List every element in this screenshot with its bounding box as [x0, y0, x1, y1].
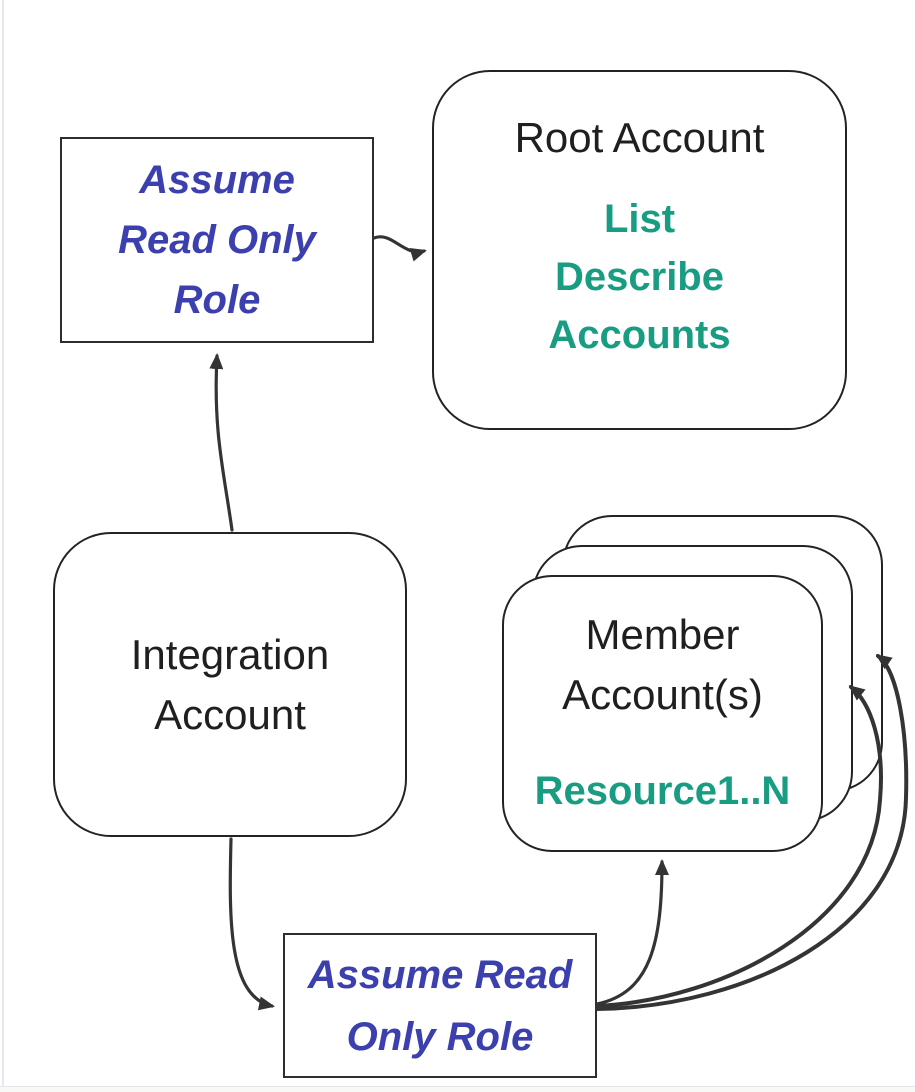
assume-bottom-label: Assume Read Only Role — [308, 944, 573, 1068]
root-account-box: Root Account List Describe Accounts — [432, 70, 847, 430]
page-edge-left — [2, 0, 4, 1086]
integration-account-box: Integration Account — [53, 532, 407, 837]
root-account-title: Root Account — [514, 114, 765, 161]
integration-account-title: Integration Account — [131, 625, 329, 745]
root-account-actions: List Describe Accounts — [548, 190, 730, 364]
assume-top-line-1: Assume — [139, 158, 295, 202]
assume-top-line-3: Role — [173, 278, 261, 322]
edge-integration-to-assume-bottom — [228, 837, 275, 1011]
assume-top-label: Assume Read Only Role — [118, 150, 316, 330]
assume-top-line-2: Read Only — [118, 218, 316, 262]
integration-title-line-2: Account — [154, 690, 306, 738]
page-margin-strip — [0, 1087, 915, 1092]
integration-title-line-1: Integration — [130, 630, 330, 678]
assume-read-only-role-bottom-box: Assume Read Only Role — [283, 933, 597, 1078]
edge-assume-top-to-root-account — [372, 235, 427, 262]
member-account-box: Member Account(s) Resource1..N — [502, 575, 823, 852]
page-edge-bottom — [0, 1086, 915, 1088]
assume-bottom-line-1: Assume Read — [307, 952, 573, 997]
root-action-line-2: Describe — [555, 255, 724, 299]
member-account-title: Member Account(s) — [562, 605, 763, 725]
root-action-line-1: List — [603, 197, 676, 241]
member-title-line-1: Member — [585, 611, 740, 658]
edge-assume-bottom-to-member-front — [595, 859, 669, 1006]
member-resources-label: Resource1..N — [534, 769, 791, 813]
edge-integration-to-assume-top — [209, 353, 234, 532]
root-action-line-3: Accounts — [548, 313, 731, 357]
assume-read-only-role-top-box: Assume Read Only Role — [60, 137, 374, 343]
member-title-line-2: Account(s) — [562, 671, 763, 718]
assume-bottom-line-2: Only Role — [346, 1014, 534, 1059]
